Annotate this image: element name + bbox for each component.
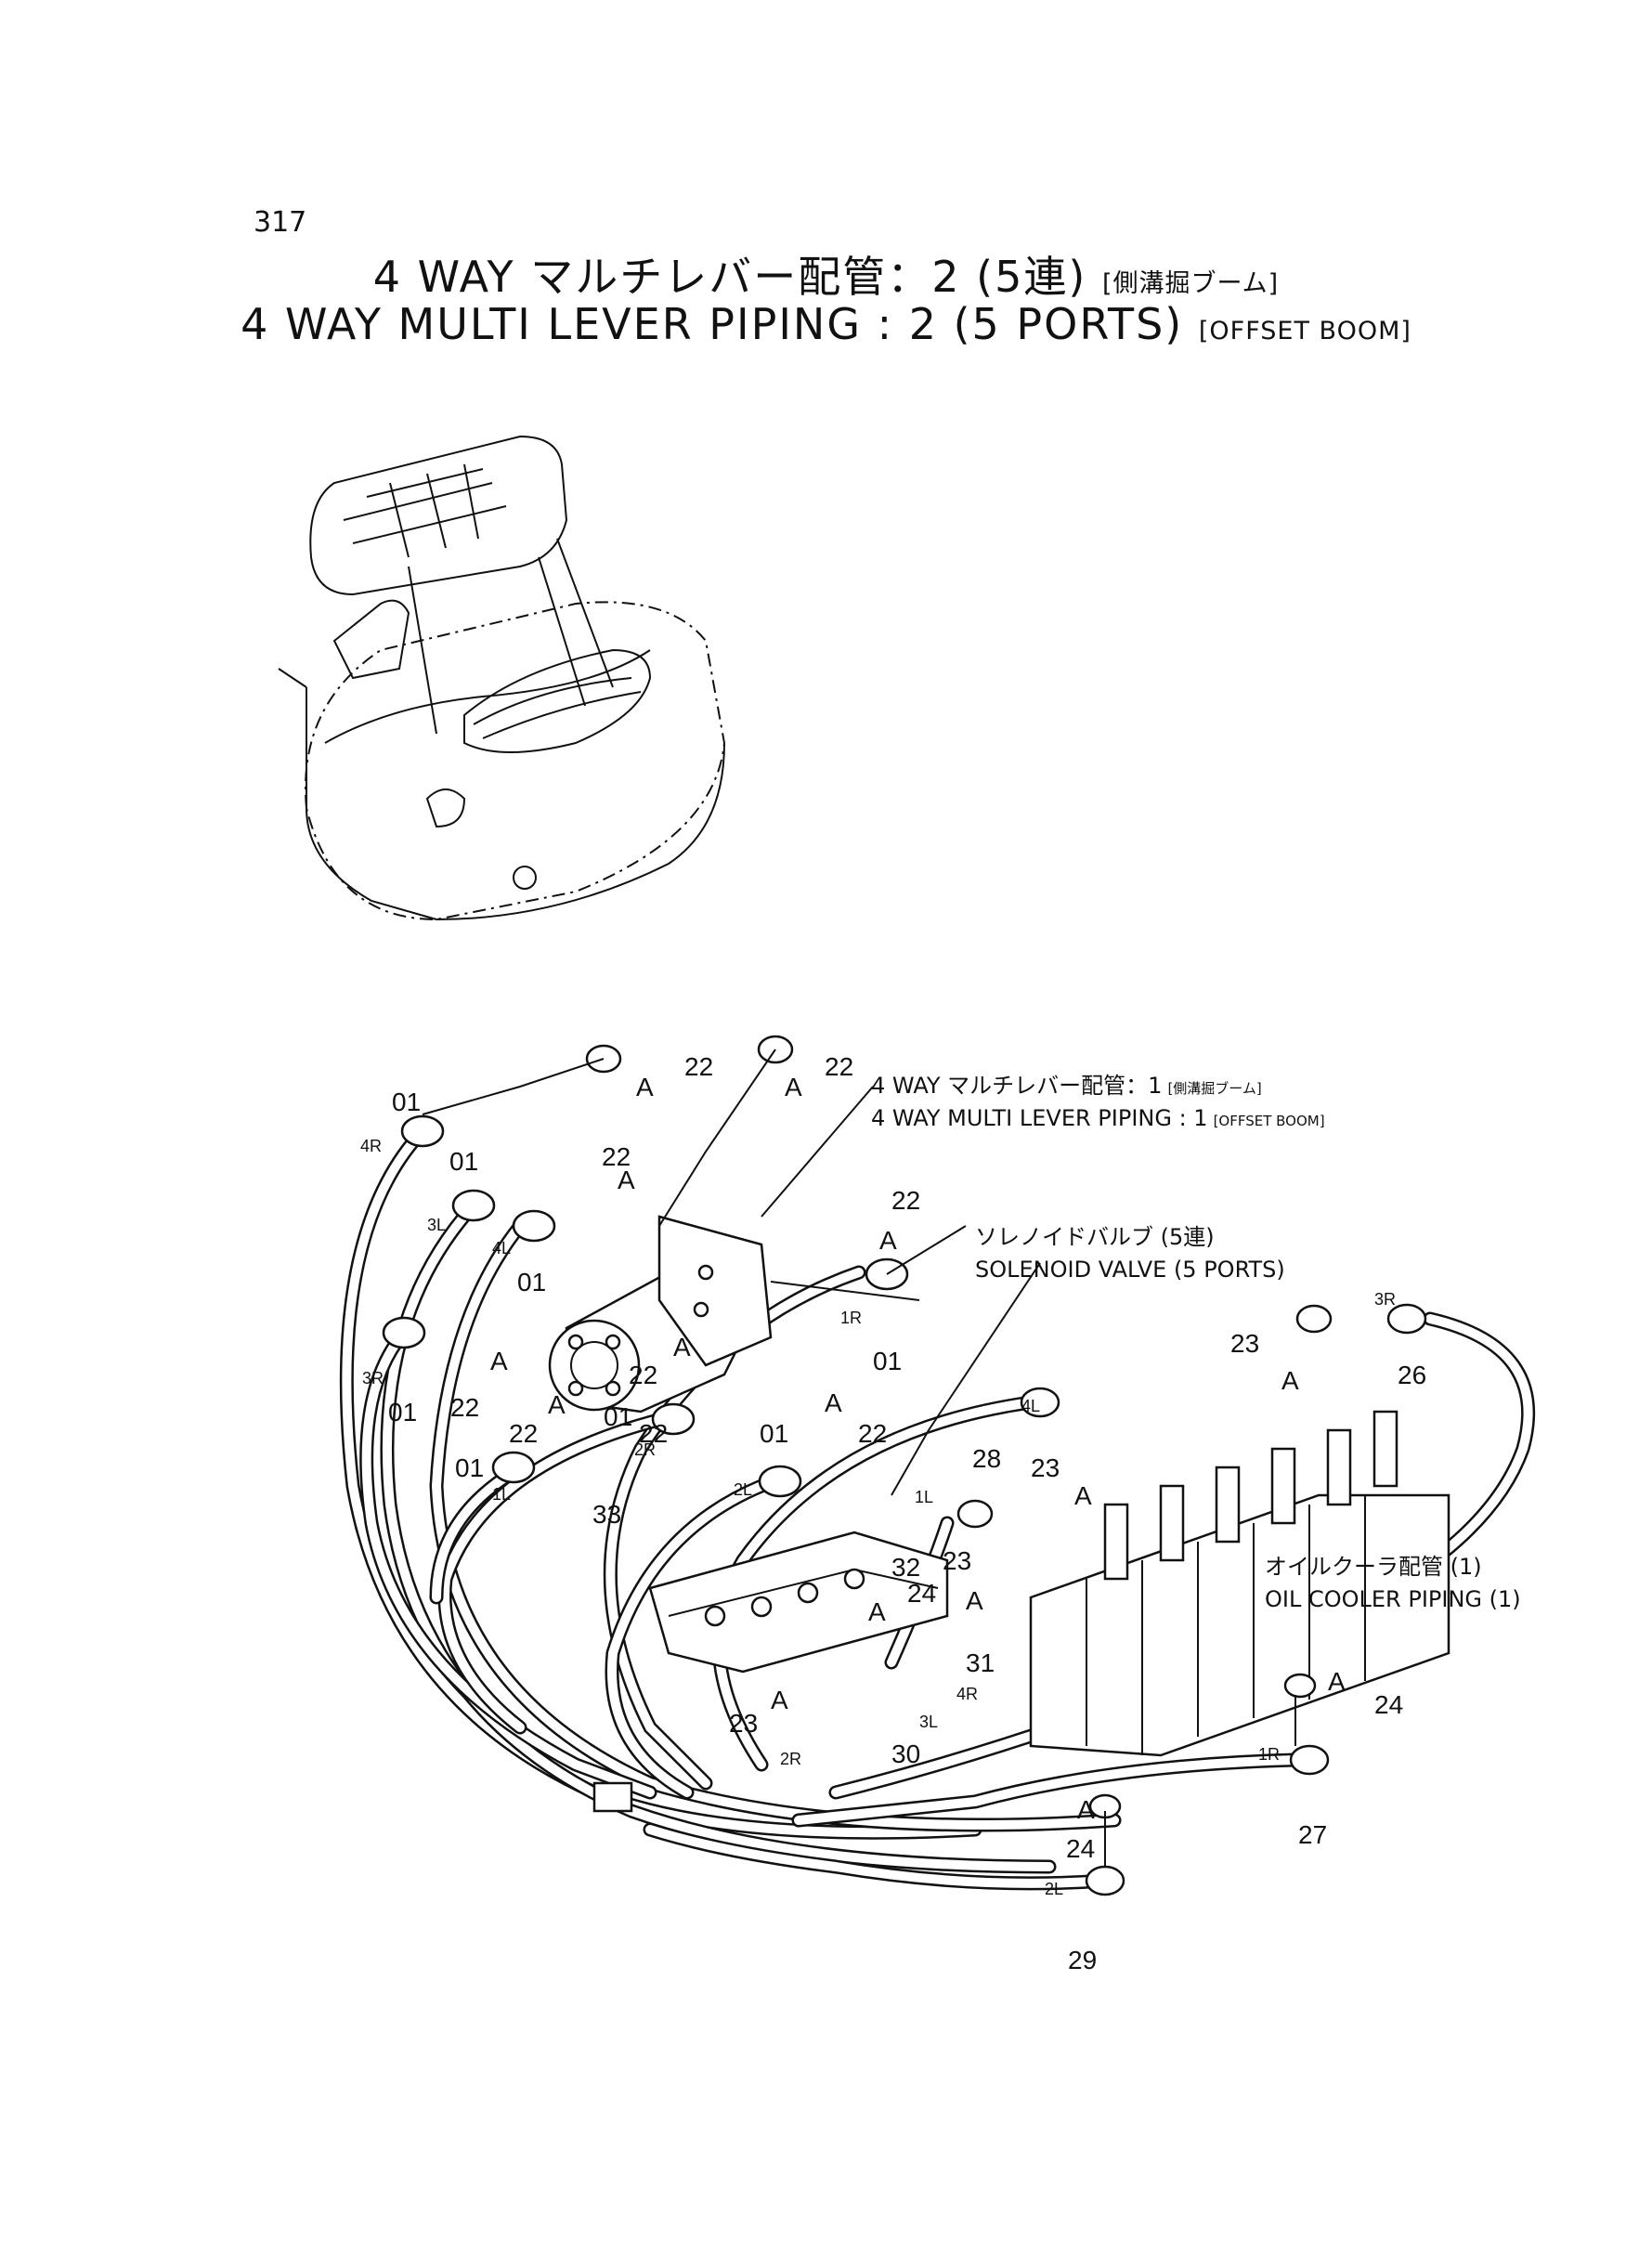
- hose-tag-3l: 3L: [427, 1216, 446, 1234]
- hose-tag-4l: 4L: [1021, 1397, 1040, 1415]
- machine-overview-drawing: [278, 435, 726, 921]
- ref-callout-en: 4 WAY MULTI LEVER PIPING : 1[OFFSET BOOM…: [871, 1105, 1325, 1131]
- part-labels: 01 01 01 01 01 01 01 01 22 22 22 22 22 2…: [388, 1052, 1426, 1974]
- solenoid-valve-block: [548, 1215, 773, 1414]
- hose-tag-3r: 3R: [1374, 1290, 1396, 1309]
- label-a: A: [771, 1686, 788, 1714]
- label-27: 27: [1298, 1820, 1327, 1849]
- label-23: 23: [1031, 1453, 1060, 1482]
- hose-tag-4r: 4R: [360, 1137, 382, 1155]
- hose-tags: 4R 3L 4L 3R 1R 2R 1L 2L 4L 3R 1L 4R 3L 2…: [360, 1137, 1396, 1898]
- label-a: A: [825, 1388, 842, 1417]
- hose-tag-2l: 2L: [734, 1480, 752, 1499]
- label-01: 01: [449, 1147, 478, 1176]
- solenoid-callout-en: SOLENOID VALVE (5 PORTS): [975, 1257, 1285, 1283]
- title-jp-sub: [側溝掘ブーム]: [1101, 269, 1280, 298]
- label-26: 26: [1398, 1361, 1426, 1389]
- label-33: 33: [592, 1500, 621, 1529]
- hose-tag-3l: 3L: [919, 1713, 938, 1731]
- hose-tag-1l: 1L: [492, 1485, 511, 1504]
- label-22: 22: [450, 1393, 479, 1422]
- title-en-main: 4 WAY MULTI LEVER PIPING : 2 (5 PORTS): [241, 299, 1184, 349]
- label-22: 22: [509, 1419, 538, 1448]
- label-01: 01: [604, 1402, 632, 1431]
- label-22: 22: [629, 1361, 657, 1389]
- title-english: 4 WAY MULTI LEVER PIPING : 2 (5 PORTS) […: [0, 299, 1652, 349]
- label-a: A: [1328, 1667, 1346, 1696]
- label-22: 22: [858, 1419, 887, 1448]
- label-01: 01: [873, 1347, 902, 1375]
- page-number: 317: [254, 206, 307, 239]
- label-28: 28: [972, 1444, 1001, 1473]
- label-a: A: [548, 1390, 566, 1419]
- hose-tag-1r: 1R: [1258, 1745, 1280, 1764]
- label-31: 31: [966, 1648, 995, 1677]
- cooler-callout-en: OIL COOLER PIPING (1): [1265, 1586, 1521, 1612]
- label-24: 24: [1374, 1690, 1403, 1719]
- label-a: A: [618, 1166, 635, 1194]
- label-22: 22: [639, 1419, 668, 1448]
- hose-tag-2r: 2R: [634, 1440, 656, 1459]
- hose-tag-4l: 4L: [492, 1239, 511, 1257]
- label-24: 24: [907, 1579, 936, 1608]
- control-valve-main: [1029, 1410, 1450, 1757]
- label-a: A: [1281, 1366, 1299, 1395]
- label-a: A: [785, 1073, 802, 1101]
- leader-lines: [422, 1049, 1296, 1867]
- solenoid-callout-jp: ソレノイドバルブ (5連): [975, 1224, 1215, 1250]
- title-japanese: 4 WAY マルチレバー配管：2 (5連) [側溝掘ブーム]: [0, 243, 1652, 305]
- label-a: A: [636, 1073, 654, 1101]
- label-a: A: [490, 1347, 508, 1375]
- label-23: 23: [729, 1709, 758, 1738]
- label-a: A: [1077, 1795, 1095, 1824]
- label-a: A: [1074, 1481, 1092, 1510]
- label-01: 01: [760, 1419, 788, 1448]
- label-01: 01: [455, 1453, 484, 1482]
- label-22: 22: [602, 1142, 631, 1171]
- callouts: 4 WAY マルチレバー配管：1[側溝掘ブーム] 4 WAY MULTI LEV…: [871, 1073, 1521, 1612]
- hose-tag-1r: 1R: [840, 1309, 862, 1327]
- label-23: 23: [943, 1546, 971, 1575]
- label-01: 01: [392, 1088, 421, 1116]
- hose-tag-1l: 1L: [915, 1488, 933, 1506]
- title-en-sub: [OFFSET BOOM]: [1198, 317, 1411, 345]
- label-01: 01: [517, 1268, 546, 1296]
- control-valve-lower: [648, 1531, 949, 1674]
- label-01: 01: [388, 1398, 417, 1427]
- label-a: A: [868, 1597, 886, 1626]
- label-a: A: [879, 1226, 897, 1255]
- label-22: 22: [891, 1186, 920, 1215]
- hose-tag-3r: 3R: [362, 1369, 384, 1388]
- label-22: 22: [684, 1052, 713, 1081]
- hose-tag-4r: 4R: [956, 1685, 978, 1703]
- cooler-callout-jp: オイルクーラ配管 (1): [1265, 1554, 1482, 1580]
- hose-tag-2l: 2L: [1045, 1880, 1063, 1898]
- label-32: 32: [891, 1553, 920, 1582]
- ref-callout-jp: 4 WAY マルチレバー配管：1[側溝掘ブーム]: [871, 1073, 1262, 1099]
- label-a: A: [673, 1333, 691, 1362]
- title-jp-main: 4 WAY マルチレバー配管：2 (5連): [372, 252, 1087, 302]
- hose-tag-2r: 2R: [780, 1750, 801, 1768]
- label-22: 22: [825, 1052, 853, 1081]
- label-29: 29: [1068, 1946, 1097, 1974]
- label-30: 30: [891, 1739, 920, 1768]
- label-a: A: [966, 1586, 983, 1615]
- label-23: 23: [1230, 1329, 1259, 1358]
- label-24: 24: [1066, 1834, 1095, 1863]
